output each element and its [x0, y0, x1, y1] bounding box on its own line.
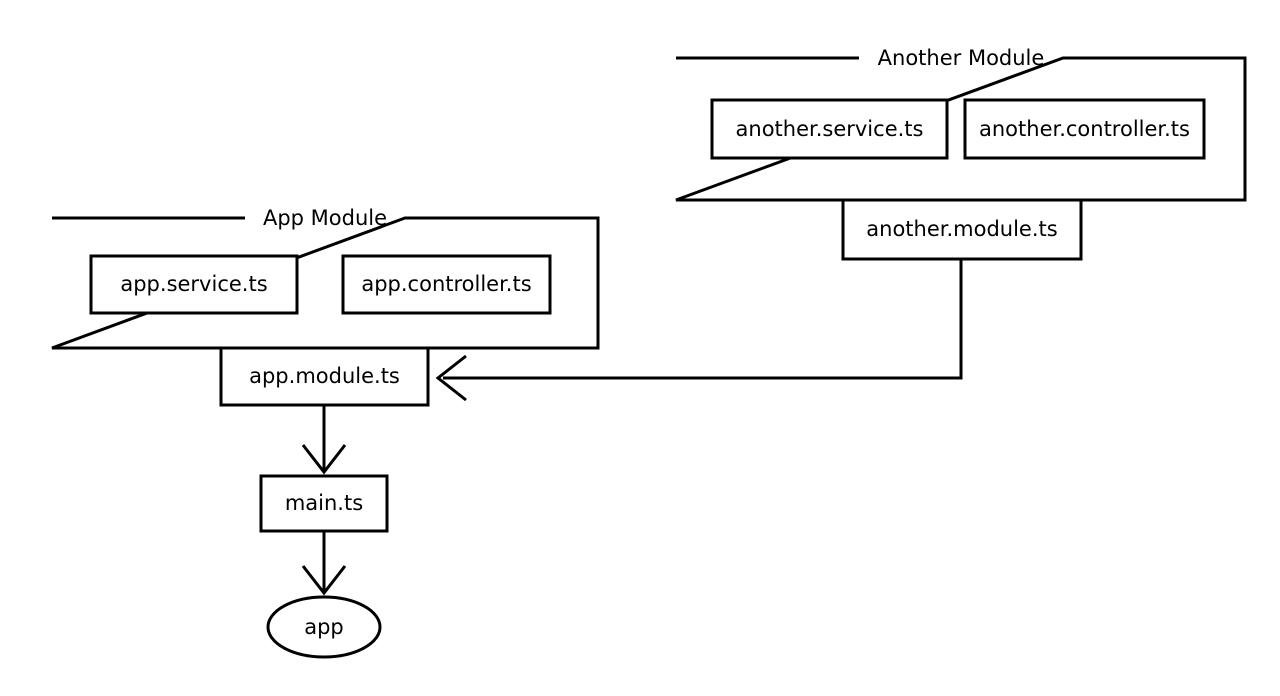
node-app-service-label: app.service.ts	[120, 272, 267, 296]
node-another-controller-box[interactable]	[963, 98, 1206, 160]
node-main-ts-label: main.ts	[285, 491, 363, 515]
edge-app-module-to-main	[301, 405, 347, 475]
node-app-runtime[interactable]: app	[266, 595, 382, 659]
edge-another-module-to-app-module-line	[443, 259, 963, 380]
node-main-ts-box[interactable]	[259, 474, 389, 533]
node-another-module-label: another.module.ts	[866, 217, 1057, 241]
node-app-module-label: app.module.ts	[249, 364, 400, 388]
group-another-module: Another Module	[675, 46, 1247, 202]
node-app-controller[interactable]: app.controller.ts	[341, 254, 552, 315]
node-app-module[interactable]: app.module.ts	[219, 346, 430, 407]
arrow-head-down-to-main	[301, 444, 347, 475]
node-app-controller-label: app.controller.ts	[361, 272, 531, 296]
node-app-runtime-label: app	[304, 615, 344, 639]
node-another-service-box[interactable]	[710, 98, 949, 160]
group-app-module-label: App Module	[263, 206, 387, 230]
group-another-module-label: Another Module	[878, 46, 1045, 70]
node-app-service-box[interactable]	[89, 254, 299, 315]
node-app-service[interactable]: app.service.ts	[89, 254, 299, 315]
node-another-service[interactable]: another.service.ts	[710, 98, 949, 160]
node-app-controller-box[interactable]	[341, 254, 552, 315]
node-another-module[interactable]: another.module.ts	[841, 198, 1083, 261]
edge-main-to-app	[301, 531, 347, 596]
edge-another-module-to-app-module	[435, 259, 963, 402]
node-app-runtime-ellipse[interactable]	[266, 595, 382, 659]
arrow-head-left-to-app-module	[435, 354, 467, 402]
arrow-head-down-to-app	[301, 565, 347, 596]
node-another-service-label: another.service.ts	[736, 117, 924, 141]
node-another-controller-label: another.controller.ts	[979, 117, 1190, 141]
node-main-ts[interactable]: main.ts	[259, 474, 389, 533]
node-another-controller[interactable]: another.controller.ts	[963, 98, 1206, 160]
